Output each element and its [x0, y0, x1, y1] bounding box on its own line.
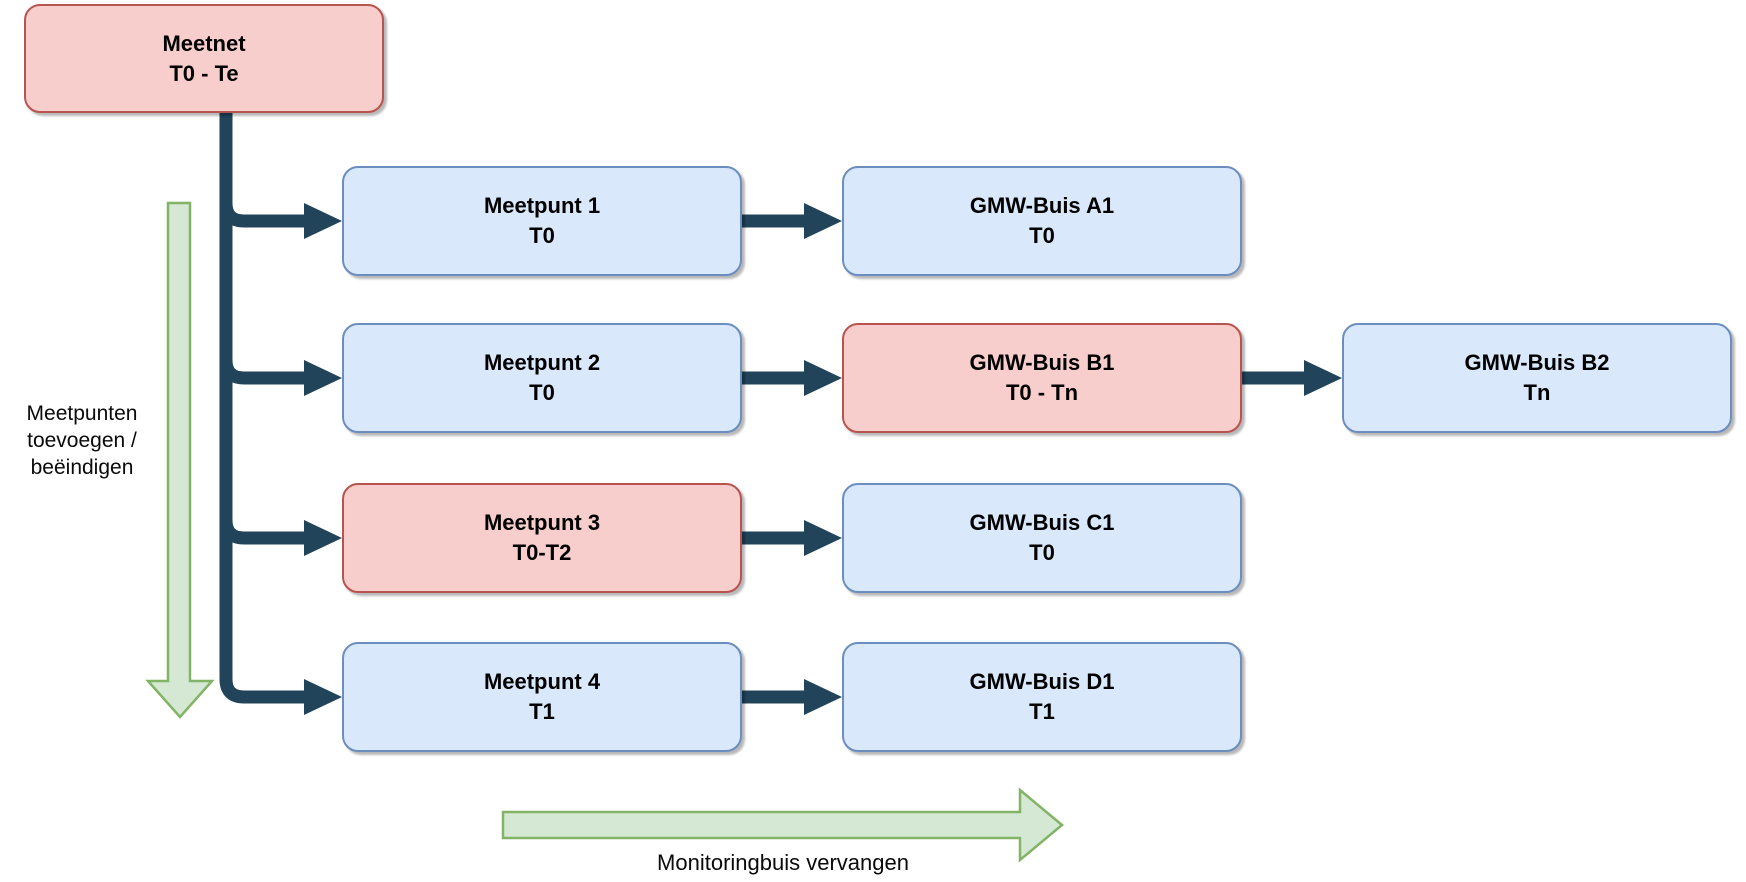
arrowhead-icon [804, 679, 842, 715]
node-gmw-buis-b2: GMW-Buis B2 Tn [1342, 323, 1732, 433]
node-sublabel: T1 [529, 699, 555, 724]
node-sublabel: T1 [1029, 699, 1055, 724]
arrowhead-icon [304, 203, 342, 239]
node-sublabel: T0 [1029, 223, 1055, 248]
node-sublabel: T0 [529, 223, 555, 248]
arrowhead-icon [804, 360, 842, 396]
right-arrow-icon [501, 787, 1064, 863]
tree-connectors [219, 113, 342, 715]
connector-root-to-meetpunt4 [219, 113, 306, 704]
node-sublabel: T0 - Te [169, 60, 239, 86]
down-arrow-icon [145, 201, 215, 719]
node-sublabel: T0 [529, 380, 555, 405]
node-label: GMW-Buis B1 [969, 350, 1115, 375]
node-gmw-buis-c1: GMW-Buis C1 T0 [842, 483, 1242, 593]
arrowhead-icon [804, 520, 842, 556]
node-label: GMW-Buis D1 [969, 669, 1115, 694]
left-arrow-label-line: toevoegen / [27, 429, 137, 452]
arrowhead-icon [1304, 360, 1342, 396]
node-gmw-buis-a1: GMW-Buis A1 T0 [842, 166, 1242, 276]
bottom-arrow-label: Monitoringbuis vervangen [657, 850, 909, 875]
connector-root-to-meetpunt1 [219, 113, 306, 228]
arrowhead-icon [304, 360, 342, 396]
node-label: Meetpunt 2 [483, 350, 601, 375]
node-sublabel: T0 - Tn [1005, 380, 1079, 405]
left-arrow-label-line: Meetpunten [26, 402, 138, 425]
node-sublabel: Tn [1523, 380, 1551, 405]
node-gmw-buis-b1: GMW-Buis B1 T0 - Tn [842, 323, 1242, 433]
connector-root-to-meetpunt3 [219, 113, 306, 545]
node-label: Meetnet [162, 30, 246, 56]
node-label: GMW-Buis C1 [969, 510, 1115, 535]
arrowhead-icon [304, 679, 342, 715]
node-sublabel: T0-T2 [512, 540, 572, 565]
row-connectors [742, 203, 1342, 715]
node-label: GMW-Buis A1 [969, 193, 1115, 218]
node-label: GMW-Buis B2 [1464, 350, 1610, 375]
node-label: Meetpunt 1 [483, 193, 601, 218]
node-label: Meetpunt 3 [483, 510, 601, 535]
left-arrow-label-line: beëindigen [30, 456, 134, 479]
node-sublabel: T0 [1029, 540, 1055, 565]
node-gmw-buis-d1: GMW-Buis D1 T1 [842, 642, 1242, 752]
left-arrow-label: Meetpunten toevoegen / beëindigen [0, 400, 164, 481]
node-meetpunt-2: Meetpunt 2 T0 [342, 323, 742, 433]
connector-root-to-meetpunt2 [219, 113, 306, 385]
arrowhead-icon [804, 203, 842, 239]
node-meetnet: Meetnet T0 - Te [24, 4, 384, 113]
node-meetpunt-4: Meetpunt 4 T1 [342, 642, 742, 752]
node-meetpunt-1: Meetpunt 1 T0 [342, 166, 742, 276]
node-label: Meetpunt 4 [483, 669, 601, 694]
arrowhead-icon [304, 520, 342, 556]
node-meetpunt-3: Meetpunt 3 T0-T2 [342, 483, 742, 593]
